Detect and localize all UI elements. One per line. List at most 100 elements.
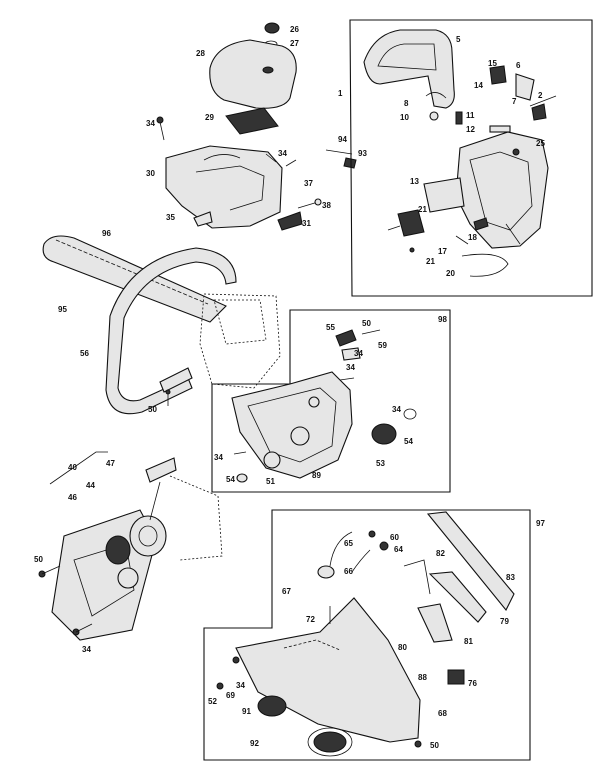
callout-76: 76 — [468, 679, 477, 688]
callout-1: 1 — [338, 89, 343, 98]
throttle-lock — [417, 603, 453, 643]
callout-67: 67 — [282, 587, 291, 596]
callout-34: 34 — [278, 149, 287, 158]
starter-spring — [105, 535, 131, 565]
callout-82: 82 — [436, 549, 445, 558]
rear-handle-frame — [349, 19, 593, 297]
air-filter-cover-group — [156, 22, 357, 231]
chain-sprocket — [371, 423, 397, 445]
callout-21: 21 — [418, 205, 427, 214]
callout-51: 51 — [266, 477, 275, 486]
front-handle — [105, 247, 237, 415]
switch — [447, 669, 465, 685]
callout-17: 17 — [438, 247, 447, 256]
callout-69: 69 — [226, 691, 235, 700]
fuel-filter — [317, 565, 335, 579]
callout-68: 68 — [438, 709, 447, 718]
callout-66: 66 — [344, 567, 353, 576]
callout-64: 64 — [394, 545, 403, 554]
callout-89: 89 — [312, 471, 321, 480]
callout-93: 93 — [358, 149, 367, 158]
callout-92: 92 — [250, 739, 259, 748]
callout-50: 50 — [34, 555, 43, 564]
rear-handle-body — [455, 131, 549, 249]
callout-91: 91 — [242, 707, 251, 716]
callout-labels: 26 27 28 29 34 34 30 37 38 35 31 94 93 1… — [34, 25, 545, 750]
callout-5: 5 — [456, 35, 461, 44]
rear-handle-grip — [363, 29, 455, 109]
callout-28: 28 — [196, 49, 205, 58]
cover-knob — [264, 22, 280, 34]
fuel-tank-group — [203, 509, 531, 761]
callout-27: 27 — [290, 39, 299, 48]
callout-34: 34 — [354, 349, 363, 358]
callout-97: 97 — [536, 519, 545, 528]
bar-and-front-handle — [42, 235, 281, 415]
air-filter-cover — [209, 39, 297, 109]
callout-34: 34 — [236, 681, 245, 690]
saw-chain — [55, 239, 209, 305]
callout-20: 20 — [446, 269, 455, 278]
callout-81: 81 — [464, 637, 473, 646]
callout-50: 50 — [362, 319, 371, 328]
crankcase-group — [211, 309, 451, 493]
callout-94: 94 — [338, 135, 347, 144]
callout-14: 14 — [474, 81, 483, 90]
rear-handle-cover — [426, 511, 515, 612]
starter-group — [38, 451, 223, 641]
callout-40: 40 — [68, 463, 77, 472]
rear-handle-group — [349, 19, 593, 297]
callout-21: 21 — [426, 257, 435, 266]
callout-34: 34 — [82, 645, 91, 654]
callout-50: 50 — [430, 741, 439, 750]
callout-8: 8 — [404, 99, 409, 108]
crankcase — [231, 371, 353, 479]
callout-35: 35 — [166, 213, 175, 222]
callout-2: 2 — [538, 91, 543, 100]
starter-pulley — [129, 515, 167, 557]
callout-55: 55 — [326, 323, 335, 332]
callout-30: 30 — [146, 169, 155, 178]
callout-34: 34 — [146, 119, 155, 128]
callout-34: 34 — [392, 405, 401, 414]
cover-plate — [423, 177, 465, 213]
callout-54: 54 — [404, 437, 413, 446]
engine-outline — [199, 293, 281, 389]
callout-59: 59 — [378, 341, 387, 350]
callout-10: 10 — [400, 113, 409, 122]
callout-46: 46 — [68, 493, 77, 502]
callout-26: 26 — [290, 25, 299, 34]
fuel-line — [329, 531, 353, 567]
starter-cover — [51, 509, 157, 641]
callout-95: 95 — [58, 305, 67, 314]
callout-15: 15 — [488, 59, 497, 68]
fuel-tank-frame — [203, 509, 531, 761]
callout-47: 47 — [106, 459, 115, 468]
handle-insert — [277, 211, 303, 231]
callout-34: 34 — [346, 363, 355, 372]
callout-37: 37 — [304, 179, 313, 188]
callout-88: 88 — [418, 673, 427, 682]
fuel-cap — [257, 695, 287, 717]
handle-spring — [461, 253, 509, 277]
callout-12: 12 — [466, 125, 475, 134]
callout-13: 13 — [410, 177, 419, 186]
callout-54: 54 — [226, 475, 235, 484]
oil-cap — [313, 731, 347, 753]
callout-96: 96 — [102, 229, 111, 238]
callout-18: 18 — [468, 233, 477, 242]
callout-83: 83 — [506, 573, 515, 582]
starter-handle — [145, 457, 177, 483]
callout-98: 98 — [438, 315, 447, 324]
callout-65: 65 — [344, 539, 353, 548]
throttle-trigger — [428, 571, 487, 623]
callout-72: 72 — [306, 615, 315, 624]
air-filter-housing — [165, 145, 283, 229]
callout-44: 44 — [86, 481, 95, 490]
callout-50: 50 — [148, 405, 157, 414]
fan-housing — [169, 475, 223, 561]
callout-53: 53 — [376, 459, 385, 468]
callout-7: 7 — [512, 97, 517, 106]
callout-6: 6 — [516, 61, 521, 70]
callout-52: 52 — [208, 697, 217, 706]
